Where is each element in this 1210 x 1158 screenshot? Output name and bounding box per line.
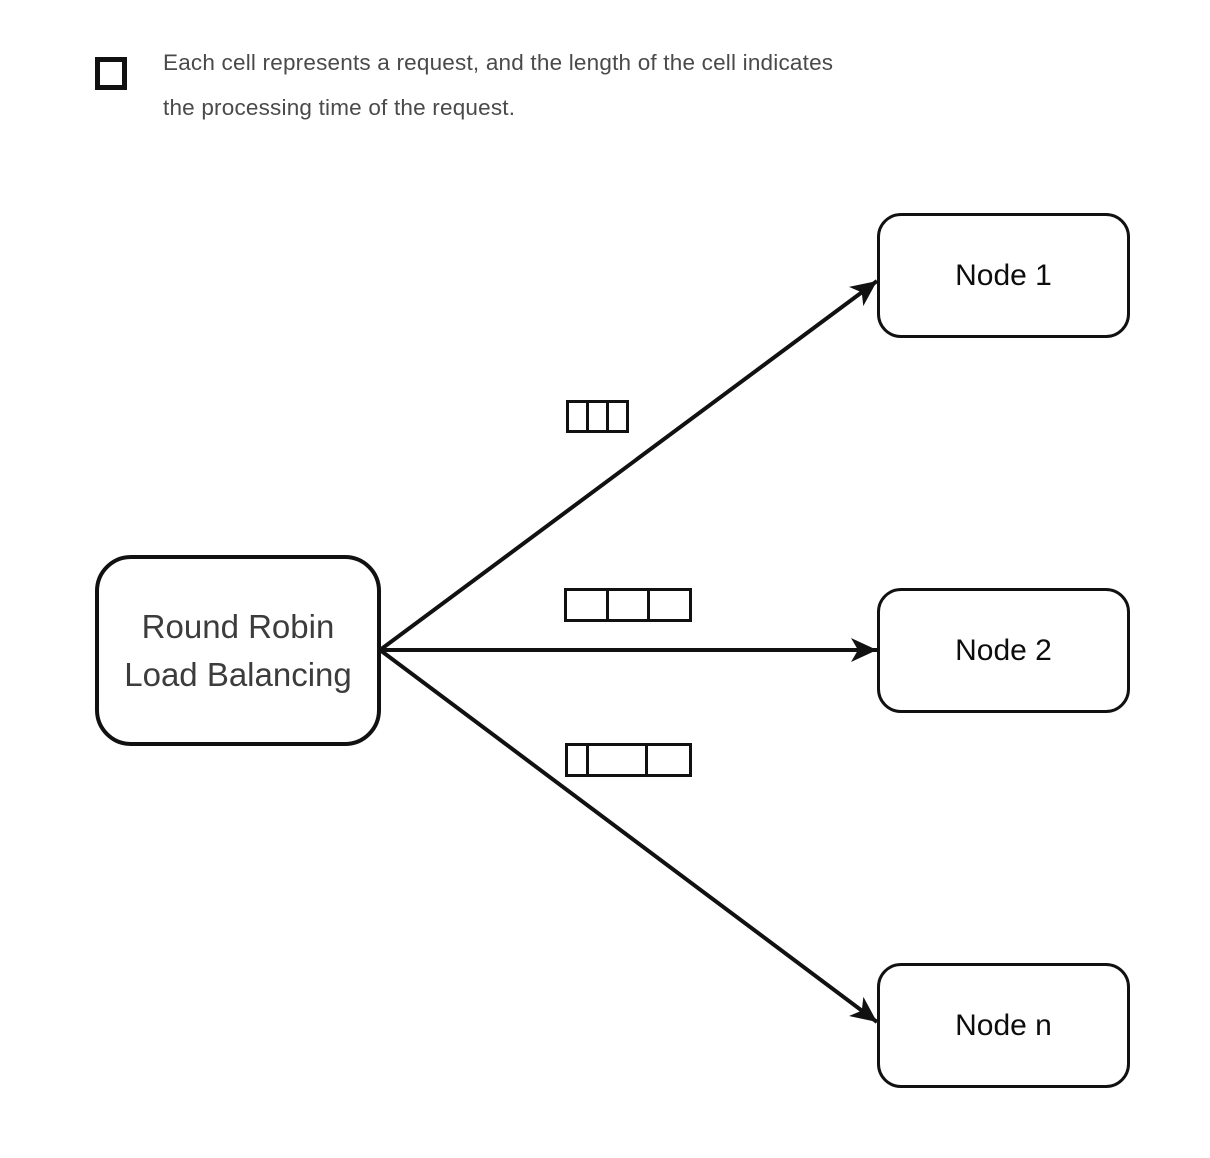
- request-cells-to-node-n: [565, 743, 692, 777]
- arrow-to-node-n: [378, 648, 879, 1024]
- node-n-box: Node n: [877, 963, 1130, 1088]
- node-1-label: Node 1: [955, 258, 1052, 292]
- cell-square-icon: [95, 57, 127, 90]
- node-n-label: Node n: [955, 1008, 1052, 1042]
- legend-caption: Each cell represents a request, and the …: [163, 40, 833, 130]
- source-label-line2: Load Balancing: [124, 655, 352, 693]
- request-cells-to-node-1: [566, 400, 629, 433]
- legend-caption-line2: the processing time of the request.: [163, 95, 516, 120]
- source-label-line1: Round Robin: [141, 607, 335, 645]
- request-cell: [605, 591, 648, 619]
- request-cell: [645, 746, 689, 774]
- request-cell: [586, 746, 646, 774]
- node-2-label: Node 2: [955, 633, 1052, 667]
- legend-caption-line1: Each cell represents a request, and the …: [163, 50, 834, 75]
- request-cell: [567, 591, 606, 619]
- request-cell: [569, 403, 586, 430]
- request-cell: [586, 403, 606, 430]
- request-cell: [568, 746, 587, 774]
- node-1-box: Node 1: [877, 213, 1130, 338]
- arrow-to-node-1: [378, 279, 879, 652]
- source-box-round-robin: Round Robin Load Balancing: [95, 555, 381, 746]
- request-cell: [606, 403, 626, 430]
- node-2-box: Node 2: [877, 588, 1130, 713]
- request-cell: [647, 591, 690, 619]
- request-cells-to-node-2: [564, 588, 692, 622]
